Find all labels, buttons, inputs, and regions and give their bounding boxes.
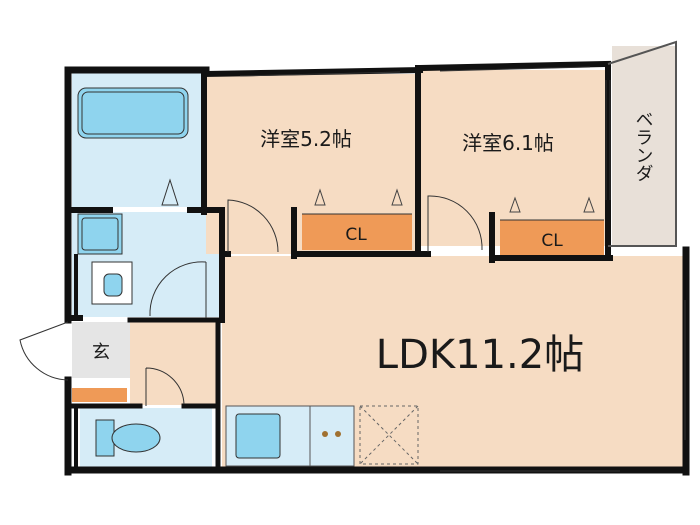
closet-2 — [500, 220, 604, 256]
bathtub — [77, 87, 189, 139]
closet-1 — [302, 214, 412, 250]
closets — [302, 188, 604, 256]
shoe-cabinet — [72, 388, 127, 402]
balcony-floor — [612, 46, 676, 246]
walls — [64, 60, 690, 476]
washbasin — [77, 213, 123, 255]
fixtures — [77, 87, 419, 465]
hallway-floor — [130, 320, 220, 405]
floor-fills — [72, 46, 684, 468]
balcony-label: ベランダ — [633, 110, 654, 182]
doors — [19, 178, 483, 406]
entrance-label: 玄 — [92, 342, 110, 363]
kitchen-stove-counter — [309, 405, 355, 467]
closet-1-label: CL — [345, 225, 367, 245]
windows — [239, 66, 686, 472]
kitchen-sink — [235, 413, 281, 459]
balcony — [607, 40, 677, 247]
western-room-2-label: 洋室6.1帖 — [462, 131, 554, 155]
western-room-1-label: 洋室5.2帖 — [260, 127, 352, 151]
western-room-2-floor — [420, 70, 608, 246]
refrigerator-space — [359, 405, 419, 465]
stove-burner — [322, 431, 328, 437]
toilet — [95, 419, 115, 457]
stove-burner — [335, 431, 341, 437]
ldk-label: LDK11.2帖 — [376, 332, 584, 378]
entrance-floor — [72, 322, 130, 378]
closet-2-label: CL — [541, 231, 563, 251]
